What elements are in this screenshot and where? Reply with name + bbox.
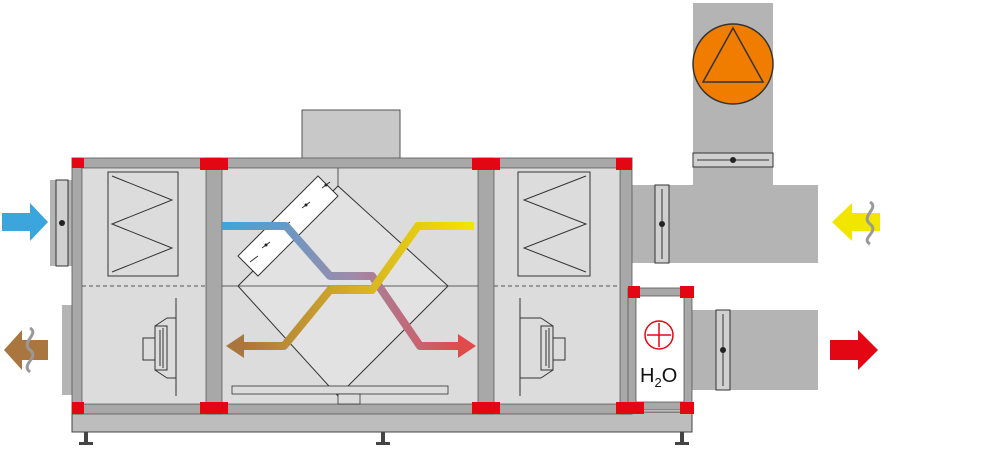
vertical-duct-damper <box>692 152 774 168</box>
arrow-left-yellow-icon <box>832 200 880 246</box>
arrow-left-brown-icon <box>4 326 48 374</box>
water-heater-label: H2O <box>640 365 677 390</box>
supply-air-arrowhead <box>458 334 476 358</box>
corner-brackets <box>72 158 694 414</box>
exhaust-air-outlet <box>62 305 74 395</box>
supply-duct <box>690 310 818 390</box>
extract-air-flow <box>242 222 474 350</box>
support-feet <box>79 432 689 445</box>
fan-icon <box>692 23 774 105</box>
filter-left-icon <box>107 171 179 277</box>
outdoor-air-inlet <box>50 179 72 267</box>
circle-plus-icon <box>644 320 674 350</box>
fan-right-icon <box>519 298 566 396</box>
arrow-right-red-icon <box>830 330 878 370</box>
base-frame <box>71 411 693 433</box>
extract-duct-damper <box>654 184 670 264</box>
supply-air-flow <box>222 222 462 350</box>
supply-duct-damper <box>715 309 731 391</box>
arrow-right-blue-icon <box>2 203 48 241</box>
top-control-box <box>301 109 401 161</box>
extract-air-arrowhead <box>226 334 244 358</box>
filter-right-icon <box>517 171 591 277</box>
fan-left-icon <box>142 298 177 396</box>
